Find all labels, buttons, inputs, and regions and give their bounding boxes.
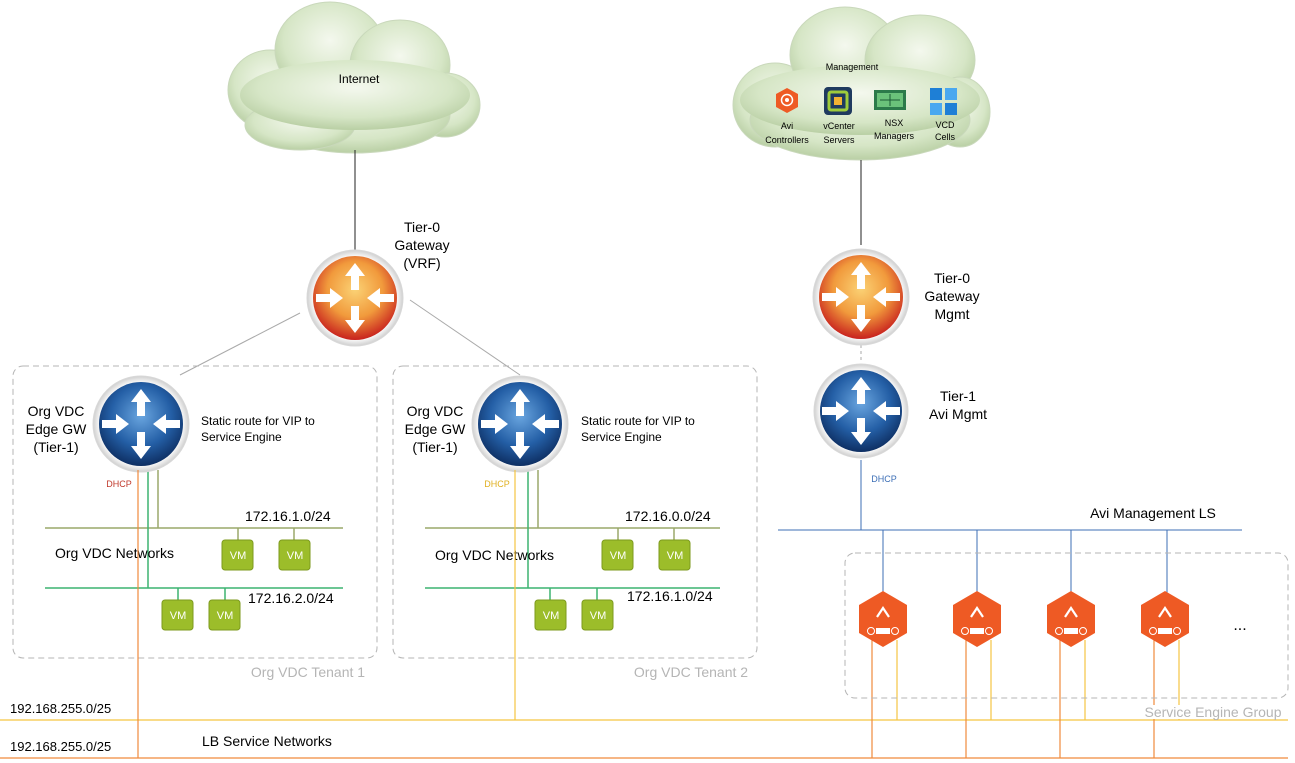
tenant-1-edge-line3: (Tier-1): [33, 439, 78, 455]
nsx-line2: Managers: [874, 131, 915, 141]
svg-text:VM: VM: [287, 550, 304, 562]
tenant-1-edge-line1: Org VDC: [28, 403, 85, 419]
vm: VM: [221, 539, 254, 571]
vm: VM: [161, 599, 194, 631]
avi-controllers-line2: Controllers: [765, 135, 809, 145]
tenant-2-edge-line2: Edge GW: [405, 421, 466, 437]
lb-subnet-1: 192.168.255.0/25: [10, 701, 111, 716]
internet-cloud: Internet: [227, 1, 481, 154]
service-engine-more: ...: [1233, 617, 1246, 634]
tenant-2-group: Org VDC Tenant 2 Org VDC Edge GW (Tier-1…: [392, 365, 758, 680]
service-engine-group-label: Service Engine Group: [1145, 704, 1282, 720]
tenant-1-dhcp: DHCP: [106, 479, 132, 489]
avi-management-ls-label: Avi Management LS: [1090, 505, 1216, 521]
tenant-1-subnet-top: 172.16.1.0/24: [245, 508, 331, 524]
vm: VM: [278, 539, 311, 571]
lb-service-networks-label: LB Service Networks: [202, 733, 332, 749]
vcenter-line1: vCenter: [823, 121, 855, 131]
tier0-vrf-line2: Gateway: [394, 237, 449, 253]
vm: VM: [658, 539, 691, 571]
svg-text:VM: VM: [170, 610, 187, 622]
service-engine: [1141, 591, 1189, 647]
tenant-1-networks-label: Org VDC Networks: [55, 545, 174, 561]
nsx-manager-icon: [874, 90, 906, 110]
tier0-vrf-router: [306, 249, 404, 347]
tenant-2-networks-label: Org VDC Networks: [435, 547, 554, 563]
svg-text:VM: VM: [667, 550, 684, 562]
svg-text:VM: VM: [543, 610, 560, 622]
tier0-vrf-line3: (VRF): [403, 255, 440, 271]
vcenter-line2: Servers: [823, 135, 855, 145]
tenant-1-route-line1: Static route for VIP to: [201, 414, 315, 428]
vcenter-icon: [824, 87, 852, 115]
tenant-2-dhcp: DHCP: [484, 479, 510, 489]
tier0-mgmt-router: [812, 248, 910, 346]
tenant-1-route-line2: Service Engine: [201, 430, 282, 444]
tier0-mgmt-line2: Gateway: [924, 288, 979, 304]
avi-controller-icon: [776, 88, 798, 113]
tenant-2-label: Org VDC Tenant 2: [634, 664, 748, 680]
tier1-avi-line2: Avi Mgmt: [929, 406, 987, 422]
service-engine: [1047, 591, 1095, 647]
tenant-2-route-line2: Service Engine: [581, 430, 662, 444]
vm: VM: [601, 539, 634, 571]
connection-lines: [179, 150, 862, 530]
vcd-cell-icon: [930, 88, 957, 115]
internet-label: Internet: [339, 72, 380, 86]
tier1-avi-line1: Tier-1: [940, 388, 976, 404]
vcd-line1: VCD: [935, 120, 955, 130]
tenant-1-group: Org VDC Tenant 1 Org VDC Edge GW (Tier-1…: [12, 365, 378, 680]
tenant-2-edge-router: [471, 375, 569, 473]
svg-text:VM: VM: [610, 550, 627, 562]
tenant-2-subnet-top: 172.16.0.0/24: [625, 508, 711, 524]
vcd-line2: Cells: [935, 132, 956, 142]
tenant-1-edge-line2: Edge GW: [26, 421, 87, 437]
tenant-1-subnet-bottom: 172.16.2.0/24: [248, 590, 334, 606]
tenant-2-route-line1: Static route for VIP to: [581, 414, 695, 428]
nsx-line1: NSX: [885, 118, 904, 128]
avi-controllers-line1: Avi: [781, 121, 793, 131]
vm: VM: [208, 599, 241, 631]
service-engine: [859, 591, 907, 647]
vm: VM: [581, 599, 614, 631]
tenant-2-edge-line1: Org VDC: [407, 403, 464, 419]
tier0-vrf-line1: Tier-0: [404, 219, 440, 235]
service-engine: [953, 591, 1001, 647]
svg-text:VM: VM: [230, 550, 247, 562]
avi-mgmt-dhcp: DHCP: [871, 474, 897, 484]
svg-text:VM: VM: [217, 610, 234, 622]
tenant-2-edge-line3: (Tier-1): [412, 439, 457, 455]
avi-management-ls: Avi Management LS: [778, 505, 1242, 598]
management-cloud: Management Avi Controllers vCenter Serve…: [732, 6, 991, 161]
tier1-avi-router: [813, 363, 909, 459]
management-title: Management: [826, 62, 879, 72]
svg-text:VM: VM: [590, 610, 607, 622]
tenant-1-label: Org VDC Tenant 1: [251, 664, 365, 680]
tenant-2-subnet-bottom: 172.16.1.0/24: [627, 588, 713, 604]
tier0-mgmt-line1: Tier-0: [934, 270, 970, 286]
lb-subnet-2: 192.168.255.0/25: [10, 739, 111, 754]
tenant-1-edge-router: [92, 375, 190, 473]
service-engine-group: Service Engine Group ...: [844, 552, 1289, 720]
vm: VM: [534, 599, 567, 631]
tier0-mgmt-line3: Mgmt: [935, 306, 970, 322]
